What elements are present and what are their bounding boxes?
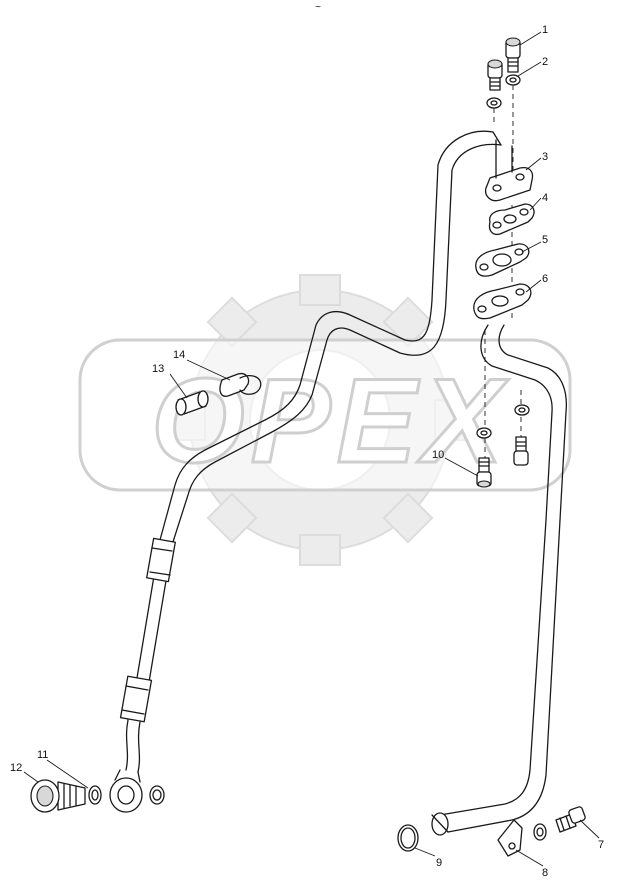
callout-13: 13	[152, 363, 164, 375]
part-12-banjo-bolt	[30, 779, 86, 813]
top-mark: ~	[315, 2, 321, 13]
callout-11: 11	[37, 749, 48, 761]
part-3-flange	[484, 139, 534, 202]
part-10-bolt	[476, 457, 492, 488]
callout-8: 8	[542, 867, 548, 879]
callout-5: 5	[542, 234, 548, 246]
part-13-sleeve	[175, 390, 209, 416]
part-7-bolt	[533, 806, 586, 841]
callout-12: 12	[10, 762, 22, 774]
callout-9: 9	[436, 857, 442, 869]
part-6-flange	[473, 283, 532, 320]
return-pipe	[431, 324, 568, 836]
callout-7: 7	[598, 839, 604, 851]
callout-2: 2	[542, 56, 548, 68]
leader-lines	[23, 31, 600, 867]
part-1-bolt	[505, 37, 521, 73]
lower-right-bolt	[513, 436, 529, 466]
part-11-washer	[88, 785, 102, 805]
lower-washers	[476, 404, 530, 439]
callout-6: 6	[542, 273, 548, 285]
main-oil-pipe	[159, 130, 502, 546]
part-8-bracket	[497, 819, 523, 857]
callout-14: 14	[173, 349, 185, 361]
part-4-gasket	[488, 203, 535, 236]
part-5-gasket	[475, 243, 530, 277]
callout-1: 1	[542, 24, 548, 36]
part-2-washer	[486, 74, 521, 109]
rubber-hose	[119, 537, 176, 773]
left-top-bolt	[487, 59, 503, 91]
part-14-clamp	[219, 372, 262, 397]
callout-10: 10	[432, 449, 444, 461]
callout-3: 3	[542, 151, 548, 163]
banjo-fitting	[109, 769, 165, 813]
callout-labels: 1 2 3 4 5 6 7 8 9 10 11 12 13 14	[10, 24, 604, 879]
callout-4: 4	[542, 192, 548, 204]
part-9-oring	[397, 824, 419, 852]
opex-watermark: OPEX	[78, 274, 572, 566]
